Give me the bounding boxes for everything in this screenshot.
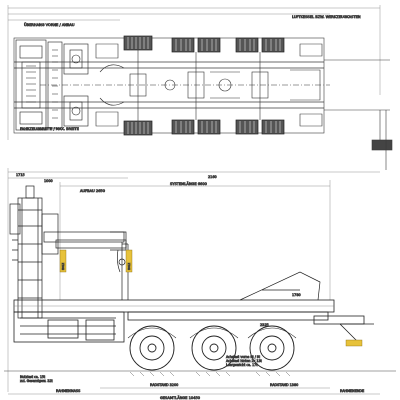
note-line-2: Achslast hinten 2x 13t <box>226 359 262 363</box>
top-view-label-upper-left: ÜBERHANG VORNE / ANBAU <box>24 22 75 27</box>
note-line-5: zul. Gesamtgew. 32t <box>20 379 53 383</box>
dim-small-3: 2160 <box>208 175 217 179</box>
dim-small-5: 2325 <box>260 323 269 327</box>
rear-marker-block <box>345 339 363 347</box>
tag-rear-text: HOLZ <box>127 263 131 270</box>
ground-line <box>4 370 396 377</box>
side-dim-top: SYSTEMLÄNGE 6600 <box>170 181 208 186</box>
tag-rear: HOLZ <box>125 249 133 273</box>
hook-arm <box>121 242 321 301</box>
side-dim-wheelbase-right: RADSTAND 1380 <box>270 383 298 387</box>
side-frame <box>13 299 374 345</box>
front-wheel-tread <box>127 37 149 134</box>
crane-boom <box>43 231 127 273</box>
tag-front-text: HOLZ <box>61 263 65 270</box>
side-dimension-lines <box>7 168 380 395</box>
top-dimension-lines <box>7 5 381 140</box>
rear-wheel-tread <box>175 39 281 133</box>
notes-block: Achslast vorne 9t / 9t Achslast hinten 2… <box>20 355 263 384</box>
side-label-bottom-right: RAHMENENDE <box>340 389 364 393</box>
chassis-frame <box>13 37 330 134</box>
dim-small-2: 1000 <box>44 179 53 183</box>
top-view: ÜBERHANG VORNE / ANBAU LUFTKESSEL BZW. W… <box>7 5 393 170</box>
cab-crane-area <box>15 39 89 131</box>
note-line-1: Achslast vorne 9t / 9t <box>226 355 261 359</box>
side-view: SYSTEMLÄNGE 6600 AUFBAU 2650 GESAMTLÄNGE… <box>4 168 396 400</box>
side-dim-total: GESAMTLÄNGE 10450 <box>160 395 201 400</box>
side-wheels <box>127 325 297 371</box>
dim-small-1: 1715 <box>16 173 25 177</box>
top-view-label-upper-right: LUFTKESSEL BZW. WERKZEUGKASTEN <box>292 15 361 19</box>
side-dim-wheelbase-left: RADSTAND 3200 <box>150 383 178 387</box>
crane-column <box>9 185 59 319</box>
rear-extension-top <box>324 59 393 170</box>
dim-small-4: 1780 <box>292 293 301 297</box>
side-dim-left: AUFBAU 2650 <box>80 189 106 193</box>
rear-wheels-top <box>171 37 285 135</box>
top-view-label-lower-left: FAHRZEUGBREITE / MAX. BREITE <box>20 127 80 131</box>
side-label-bottom-left: RAHMENMASS <box>56 389 80 393</box>
axle-details <box>95 43 323 127</box>
tag-front: HOLZ <box>59 249 67 273</box>
note-line-3: Leergewicht ca. 17t <box>226 363 258 367</box>
note-line-4: Nutzlast ca. 15t <box>20 375 46 379</box>
